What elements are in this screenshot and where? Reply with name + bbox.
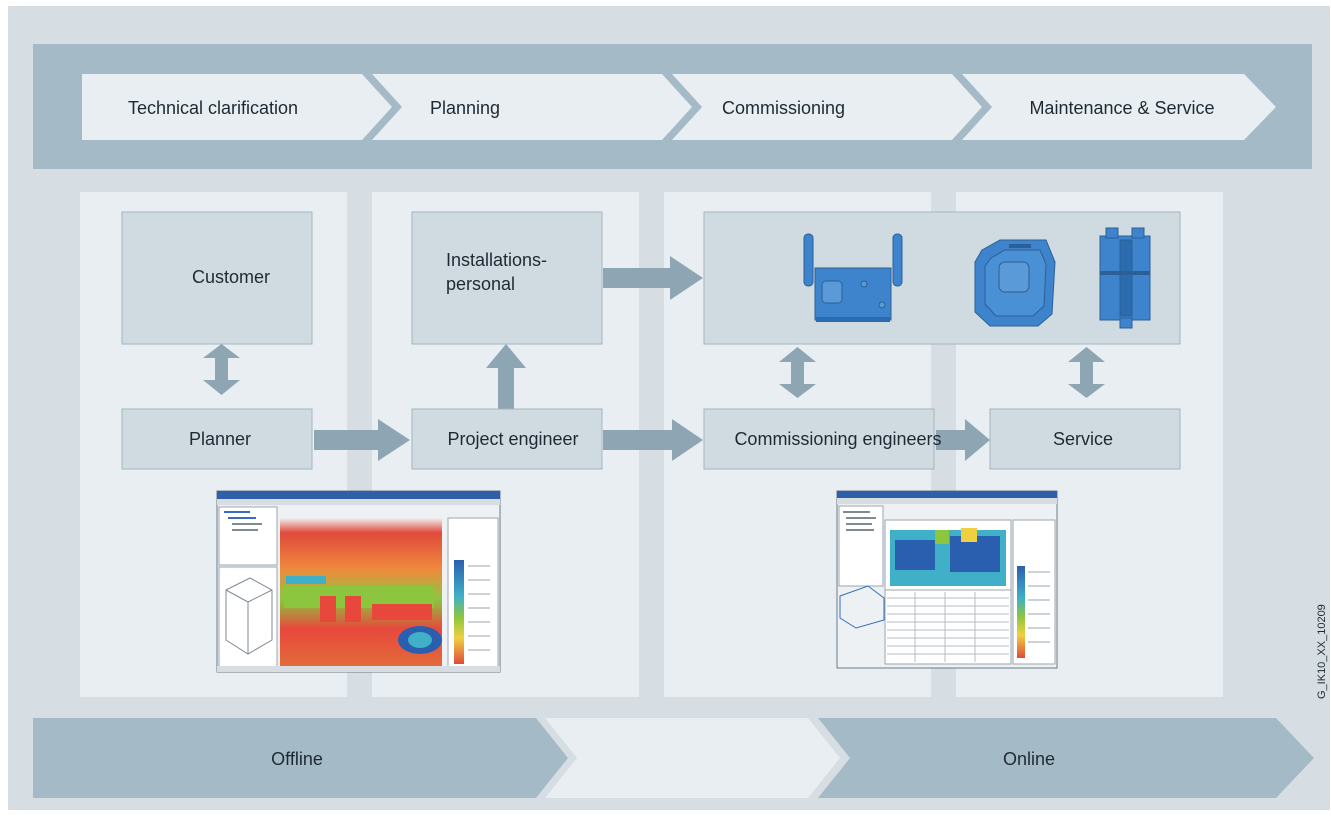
access-point-with-antennas-icon [803, 233, 903, 322]
mode-online-label: Online [1003, 749, 1055, 769]
phase-chevron-commissioning [672, 74, 982, 140]
role-service-label: Service [1053, 429, 1113, 449]
role-installer-label-wrap: Installations-personal [446, 250, 548, 294]
phase-chevron-maintenance [962, 74, 1276, 140]
mode-band: Offline Online [33, 718, 1314, 798]
service-software-screenshot [836, 490, 1058, 669]
mode-chevron-offline [33, 718, 568, 798]
box-commissioning [703, 408, 935, 470]
phase-label: Maintenance & Service [1029, 98, 1214, 118]
figure-id: G_IK10_XX_10209 [1316, 604, 1328, 699]
arrow-commissioning-service [936, 419, 990, 461]
phase-label: Commissioning [722, 98, 845, 118]
planning-software-screenshot [216, 490, 501, 673]
arrow-project-engineer-installer [486, 344, 526, 409]
arrow-planner-project-engineer [314, 419, 410, 461]
role-project-engineer-label: Project engineer [447, 429, 578, 449]
arrow-installer-devices [603, 256, 703, 300]
flow-arrows [203, 256, 1105, 461]
phase-chevron-planning [372, 74, 692, 140]
phase-label: Technical clarification [128, 98, 298, 118]
role-planner-label: Planner [189, 429, 251, 449]
din-rail-access-point-icon [1099, 227, 1151, 329]
arrow-devices-commissioning [779, 347, 816, 398]
mode-offline-label: Offline [271, 749, 323, 769]
phase-label: Planning [430, 98, 500, 118]
box-project-engineer [411, 408, 603, 470]
phase-chevrons: Technical clarification Planning Commiss… [82, 74, 1276, 140]
arrow-devices-service [1068, 347, 1105, 398]
arrow-customer-planner [203, 344, 240, 395]
mode-chevron-transition [545, 718, 840, 798]
role-customer-label: Customer [192, 267, 270, 287]
phase-chevron-technical-clarification [82, 74, 392, 140]
box-planner [121, 408, 313, 470]
arrow-project-engineer-commissioning [603, 419, 703, 461]
box-installer [411, 211, 603, 345]
role-installer-label: Installations-personal [446, 250, 548, 294]
mode-chevron-online [818, 718, 1314, 798]
box-service [989, 408, 1181, 470]
box-customer [121, 211, 313, 345]
role-commissioning-label: Commissioning engineers [734, 429, 941, 449]
ceiling-access-point-icon [974, 239, 1056, 327]
